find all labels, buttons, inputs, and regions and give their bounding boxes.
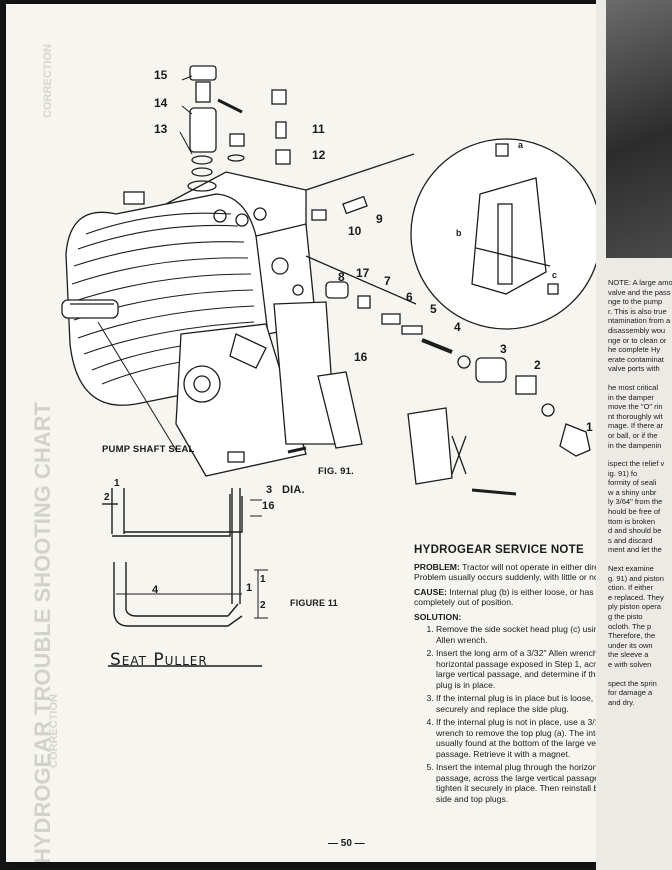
hydrogear-service-note: HYDROGEAR SERVICE NOTE PROBLEM: Tractor …: [414, 545, 604, 808]
callout-17: 17: [356, 266, 370, 280]
exploded-view-drawing: [61, 65, 602, 667]
note-problem: PROBLEM: Tractor will not operate in eit…: [414, 562, 604, 583]
callout-10: 10: [348, 224, 362, 238]
note-cause: CAUSE: Internal plug (b) is either loose…: [414, 587, 604, 608]
manual-page: HYDROGEAR TROUBLE SHOOTING CHART CORRECT…: [6, 4, 604, 862]
callout-5: 5: [430, 302, 437, 316]
page-number: — 50 —: [328, 838, 365, 849]
solution-step: If the internal plug is in place but is …: [436, 693, 604, 714]
callout-2: 2: [534, 358, 541, 372]
callout-9: 9: [376, 212, 383, 226]
dim-4: 4: [152, 584, 159, 596]
callout-1: 1: [586, 420, 593, 434]
solution-steps: Remove the side socket head plug (c) usi…: [414, 624, 604, 804]
dim-1-half-den: 2: [260, 600, 266, 611]
figure-91-caption: FIG. 91.: [318, 466, 354, 477]
callout-15: 15: [154, 68, 168, 82]
callout-12: 12: [312, 148, 326, 162]
dim-half-num: 1: [114, 478, 120, 489]
callout-6: 6: [406, 290, 413, 304]
callout-14: 14: [154, 96, 168, 110]
dim-half-den: 2: [104, 492, 110, 503]
solution-label: SOLUTION:: [414, 611, 462, 622]
problem-text: Tractor will not operate in either direc…: [414, 561, 604, 583]
callout-4: 4: [454, 320, 461, 334]
adjacent-page-photo: [606, 0, 672, 258]
callout-13: 13: [154, 122, 168, 136]
detail-label-c: c: [552, 270, 558, 280]
dim-dia: DIA.: [282, 484, 305, 496]
figure-11-label: FIGURE 11: [290, 598, 338, 608]
problem-label: PROBLEM:: [414, 561, 460, 572]
dim-1-half-whole: 1: [246, 582, 253, 594]
detail-label-a: a: [518, 140, 524, 150]
solution-step: Insert the internal plug through the hor…: [436, 762, 604, 804]
callout-3: 3: [500, 342, 507, 356]
callout-8: 8: [338, 270, 345, 284]
solution-step: Insert the long arm of a 3/32" Allen wre…: [436, 648, 604, 690]
note-title: HYDROGEAR SERVICE NOTE: [414, 544, 584, 556]
dim-3-16-num: 3: [266, 484, 273, 496]
note-solution: SOLUTION: Remove the side socket head pl…: [414, 612, 604, 805]
solution-step: If the internal plug is not in place, us…: [436, 717, 604, 759]
cause-text: Internal plug (b) is either loose, or ha…: [414, 586, 604, 608]
callout-7: 7: [384, 274, 391, 288]
dim-3-16-den: 16: [262, 500, 275, 512]
detail-label-b: b: [456, 228, 462, 238]
cause-label: CAUSE:: [414, 586, 447, 597]
callout-16: 16: [354, 350, 368, 364]
dim-1-half-num: 1: [260, 574, 266, 585]
seat-puller-title: Seat Puller: [110, 650, 208, 670]
pump-shaft-seal-label: PUMP SHAFT SEAL: [102, 444, 195, 455]
callout-11: 11: [312, 122, 325, 136]
solution-step: Remove the side socket head plug (c) usi…: [436, 624, 604, 645]
